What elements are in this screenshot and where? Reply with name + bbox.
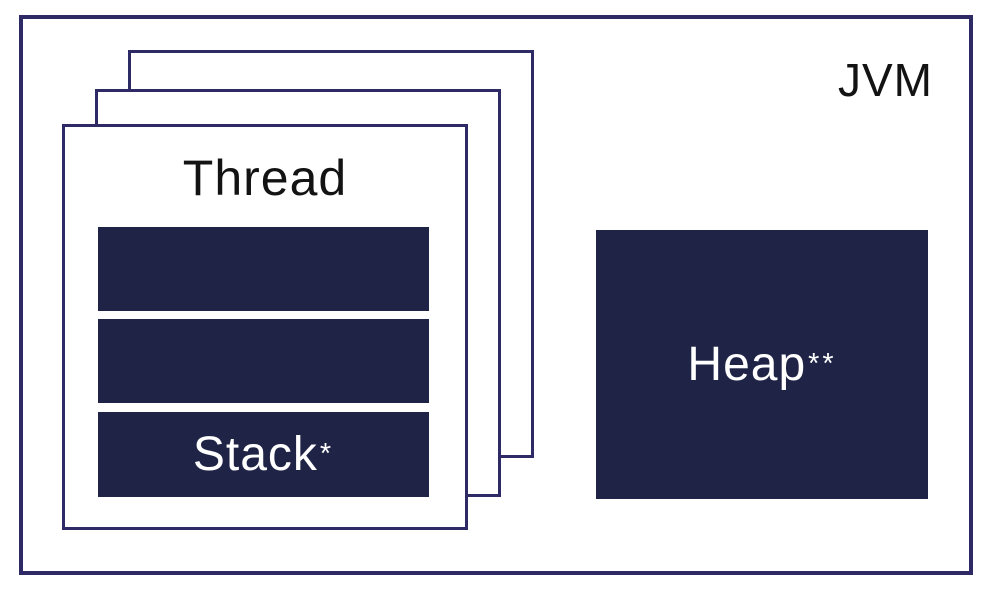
- stack-frame-bar: [98, 227, 429, 311]
- stack-frame-bar: Stack*: [98, 412, 429, 497]
- stack-label: Stack: [192, 428, 318, 481]
- jvm-label: JVM: [838, 54, 933, 106]
- stack-frame-bar: [98, 319, 429, 403]
- heap-label: Heap: [687, 338, 807, 391]
- thread-card-front: Thread Stack*: [62, 124, 468, 530]
- heap-box: Heap**: [596, 230, 928, 499]
- jvm-container-box: JVM Thread Stack* Heap**: [19, 15, 973, 575]
- thread-label: Thread: [182, 150, 348, 206]
- heap-superscript: **: [808, 348, 837, 380]
- stack-superscript: *: [319, 438, 335, 470]
